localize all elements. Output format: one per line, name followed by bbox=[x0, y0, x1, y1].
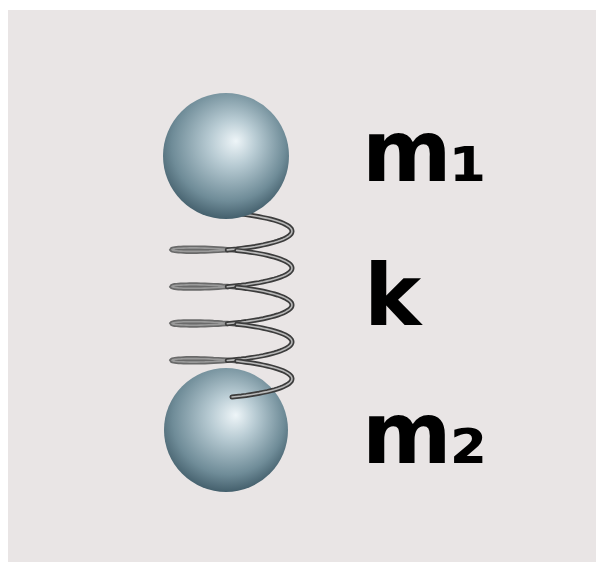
mass-label: m₁ bbox=[362, 108, 485, 194]
coil-stroke bbox=[227, 213, 292, 250]
coil-highlight bbox=[232, 361, 292, 397]
coil-highlight bbox=[227, 324, 292, 360]
coil-stroke bbox=[227, 287, 292, 323]
mass-sphere bbox=[164, 368, 288, 492]
mass-sphere bbox=[163, 93, 289, 219]
coil-highlight bbox=[227, 287, 292, 323]
coil-stroke bbox=[232, 361, 292, 397]
coil-highlight bbox=[227, 250, 292, 286]
coil-stroke bbox=[227, 250, 292, 286]
spring-constant-label: k bbox=[364, 252, 419, 338]
coil-stroke bbox=[227, 324, 292, 360]
mass-label: m₂ bbox=[362, 390, 485, 476]
spring-coil bbox=[172, 213, 292, 397]
coil-highlight bbox=[227, 213, 292, 250]
background-panel bbox=[8, 10, 596, 562]
